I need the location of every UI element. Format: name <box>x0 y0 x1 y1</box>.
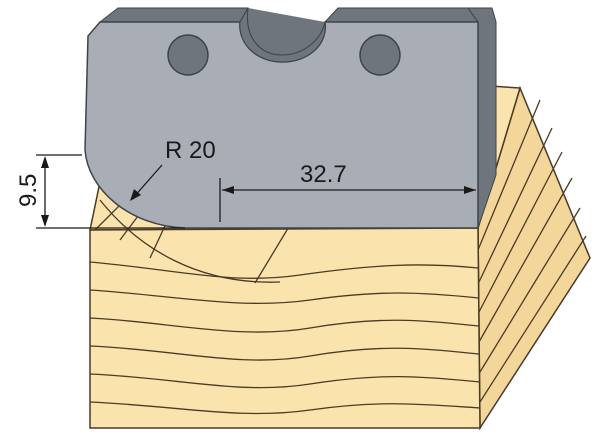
blade-notch-inner-edge <box>247 8 325 55</box>
height-label: 9.5 <box>15 174 42 207</box>
mounting-hole-left <box>167 34 209 76</box>
dimension-lines <box>36 154 476 229</box>
mounting-hole-right <box>359 34 401 76</box>
blade-top-edge-right <box>323 7 479 23</box>
radius-label: R 20 <box>165 137 216 164</box>
wood-front-face <box>89 227 481 429</box>
width-label: 32.7 <box>300 161 347 188</box>
blade-top-edge <box>98 7 249 23</box>
cutter-blade <box>84 7 497 229</box>
